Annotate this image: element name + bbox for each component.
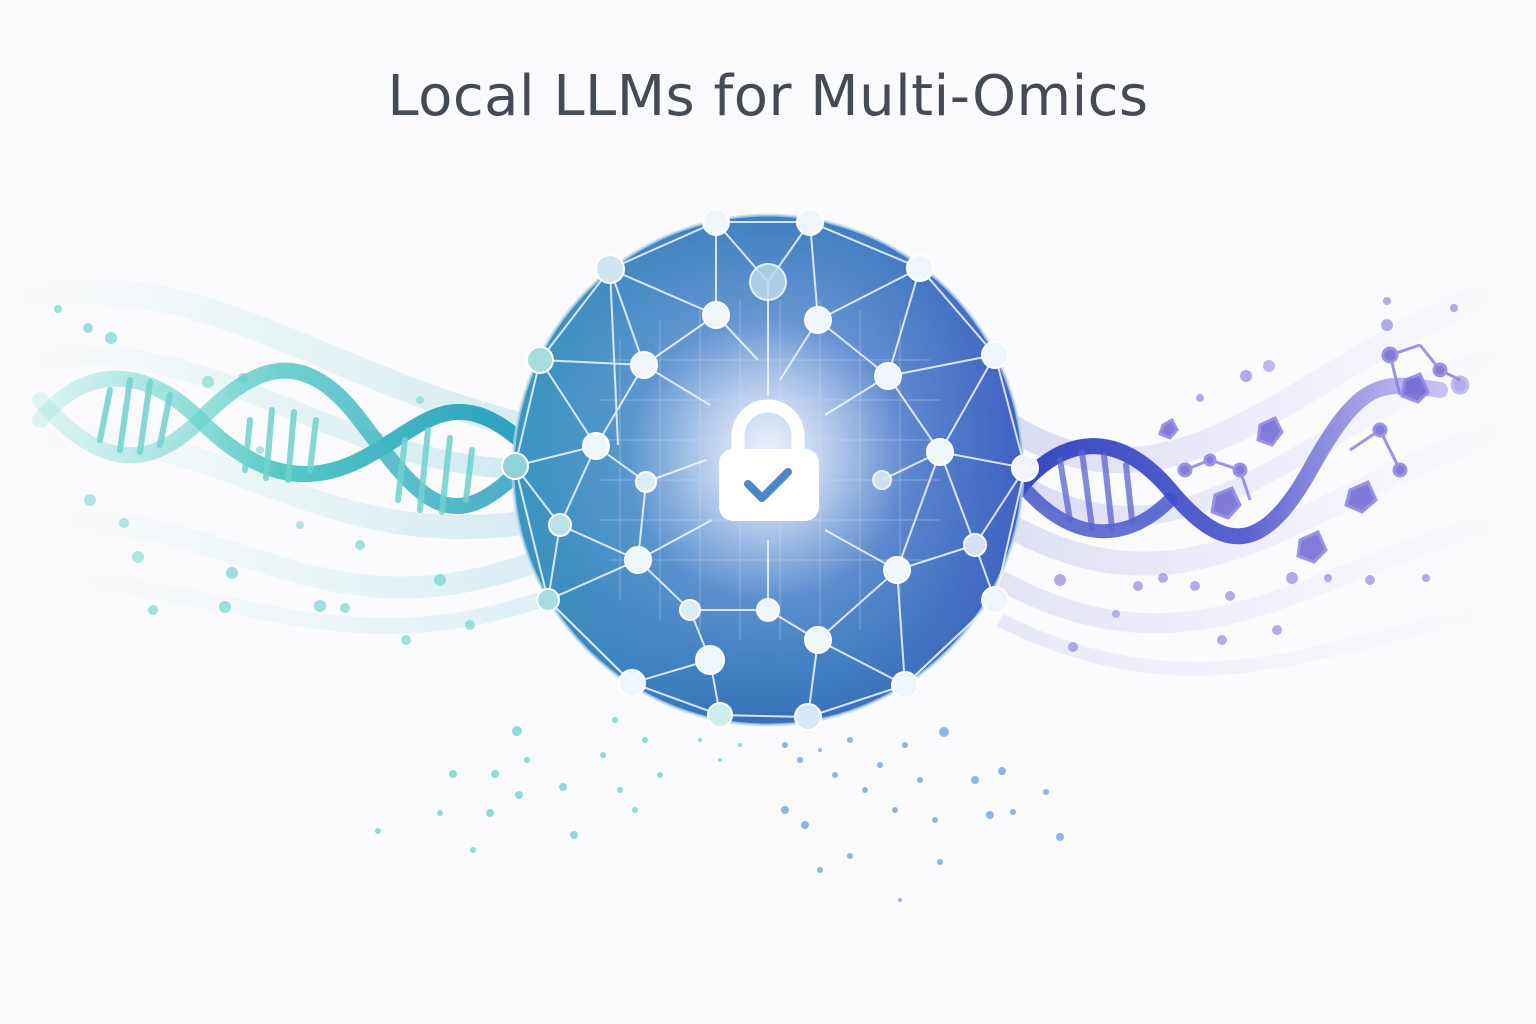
bottom-particles xyxy=(375,717,1064,902)
dna-helix-right-icon xyxy=(1002,377,1448,545)
left-particles xyxy=(54,305,475,645)
molecule-structures-icon xyxy=(1158,343,1470,564)
page-title: Local LLMs for Multi-Omics xyxy=(387,64,1149,129)
padlock-check-icon xyxy=(719,399,819,521)
right-wave-ribbons xyxy=(992,277,1514,676)
left-wave-ribbons xyxy=(17,279,544,634)
right-particles xyxy=(1054,297,1458,652)
dna-helix-left-icon xyxy=(32,362,528,515)
